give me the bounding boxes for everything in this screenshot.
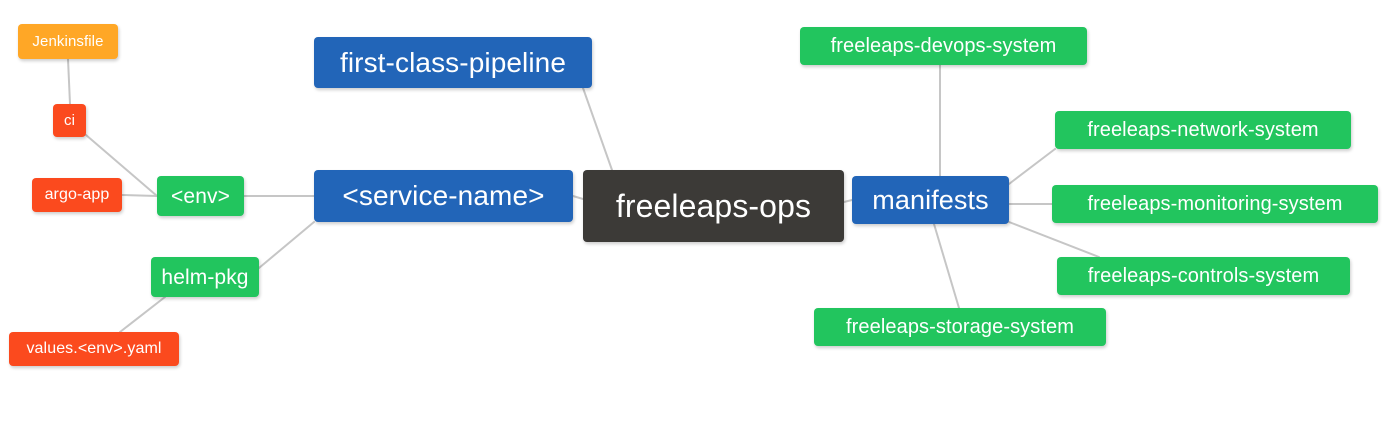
node-argo-app[interactable]: argo-app <box>32 178 122 212</box>
node-label-argo-app: argo-app <box>44 186 110 203</box>
node-values-yaml[interactable]: values.<env>.yaml <box>9 332 179 366</box>
edge-jenkinsfile-to-ci <box>67 58 71 105</box>
node-freeleaps-controls-system[interactable]: freeleaps-controls-system <box>1057 257 1350 295</box>
node-label-freeleaps-controls-system: freeleaps-controls-system <box>1087 265 1320 287</box>
edge-first-class-pipeline-to-freeleaps-ops <box>582 87 613 171</box>
node-service-name[interactable]: <service-name> <box>314 170 573 222</box>
node-freeleaps-network-system[interactable]: freeleaps-network-system <box>1055 111 1351 149</box>
node-label-freeleaps-storage-system: freeleaps-storage-system <box>845 316 1075 338</box>
edge-helm-pkg-to-values-yaml <box>119 296 166 333</box>
edge-argo-app-to-env <box>121 194 158 197</box>
node-label-manifests: manifests <box>872 184 989 215</box>
node-label-values-yaml: values.<env>.yaml <box>26 340 162 357</box>
edge-manifests-to-freeleaps-network-system <box>1008 148 1056 185</box>
node-ci[interactable]: ci <box>53 104 86 137</box>
edge-manifests-to-freeleaps-storage-system <box>933 223 960 309</box>
node-first-class-pipeline[interactable]: first-class-pipeline <box>314 37 592 88</box>
node-label-env: <env> <box>171 184 230 208</box>
node-jenkinsfile[interactable]: Jenkinsfile <box>18 24 118 59</box>
node-helm-pkg[interactable]: helm-pkg <box>151 257 259 297</box>
node-freeleaps-monitoring-system[interactable]: freeleaps-monitoring-system <box>1052 185 1378 223</box>
node-label-freeleaps-network-system: freeleaps-network-system <box>1087 119 1319 141</box>
edge-manifests-to-freeleaps-controls-system <box>1008 221 1100 258</box>
node-label-ci: ci <box>63 112 76 129</box>
edge-freeleaps-ops-to-manifests <box>843 199 853 203</box>
edge-service-name-to-helm-pkg <box>258 221 315 269</box>
node-label-freeleaps-devops-system: freeleaps-devops-system <box>830 35 1057 57</box>
node-label-helm-pkg: helm-pkg <box>161 265 249 289</box>
node-label-service-name: <service-name> <box>342 180 545 211</box>
node-freeleaps-storage-system[interactable]: freeleaps-storage-system <box>814 308 1106 346</box>
node-freeleaps-ops[interactable]: freeleaps-ops <box>583 170 844 242</box>
node-manifests[interactable]: manifests <box>852 176 1009 224</box>
node-label-freeleaps-monitoring-system: freeleaps-monitoring-system <box>1087 193 1343 215</box>
edge-service-name-to-freeleaps-ops <box>572 195 584 200</box>
node-env[interactable]: <env> <box>157 176 244 216</box>
node-label-jenkinsfile: Jenkinsfile <box>32 33 104 50</box>
node-label-freeleaps-ops: freeleaps-ops <box>615 188 812 224</box>
node-freeleaps-devops-system[interactable]: freeleaps-devops-system <box>800 27 1087 65</box>
node-label-first-class-pipeline: first-class-pipeline <box>339 46 567 78</box>
